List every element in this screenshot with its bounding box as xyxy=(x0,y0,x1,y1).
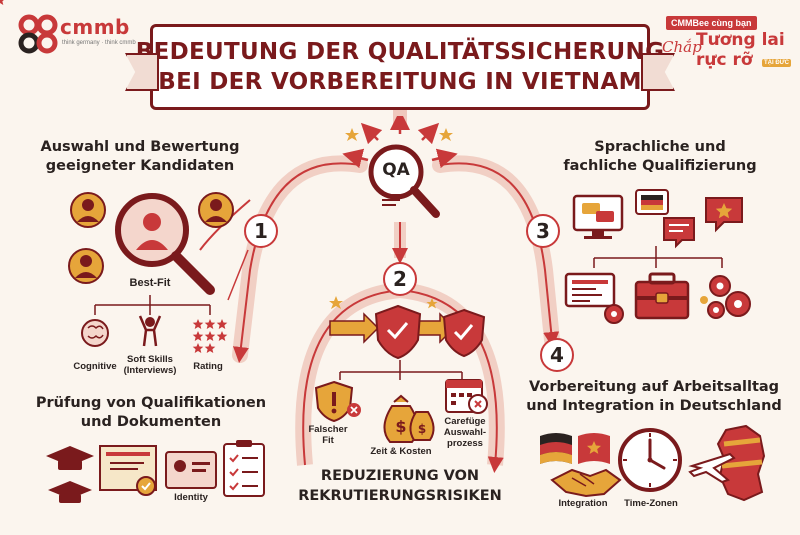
step-3-badge: 3 xyxy=(526,214,560,248)
docs-title-2: und Dokumenten xyxy=(80,414,222,430)
step-1-badge: 1 xyxy=(244,214,278,248)
docs-title-1: Prüfung von Qualifikationen xyxy=(35,395,267,411)
avatar-icon xyxy=(68,192,234,284)
shield-icon xyxy=(374,304,486,360)
risk-prozess: prozess xyxy=(447,438,483,449)
slogan-top: CMMBee cùng bạn xyxy=(666,16,757,30)
german-flag-icon xyxy=(540,433,572,464)
title-banner: BEDEUTUNG DER QUALITÄTSSICHERUNG BEI DER… xyxy=(136,24,664,110)
risk-auswahl: Auswahl- xyxy=(443,427,487,438)
qa-label: QA xyxy=(382,160,410,180)
slogan-badge: TẠI ĐỨC xyxy=(762,59,791,67)
section3-title-1: Sprachliche und xyxy=(594,139,726,155)
interviews-label: (Interviews) xyxy=(123,365,177,376)
step-4-badge: 4 xyxy=(540,338,574,372)
section1-title-1: Auswahl und Bewertung xyxy=(40,139,240,155)
qa-hub: QA xyxy=(340,110,460,226)
brand-logo-mark xyxy=(18,14,58,54)
section4-title-1: Vorbereitung auf Arbeitsalltag xyxy=(528,379,780,395)
identity-label: Identity xyxy=(174,492,208,503)
brand-name: cmmb xyxy=(60,15,130,39)
svg-text:$: $ xyxy=(418,422,426,436)
title-line-2: BEI DER VORBEREITUNG IN VIETNAM xyxy=(158,69,642,95)
brand-tagline: think germany · think cmmb xyxy=(62,40,136,46)
integration-label: Integration xyxy=(558,498,608,509)
timezones-label: Time-Zonen xyxy=(624,498,678,509)
cognitive-label: Cognitive xyxy=(73,361,117,372)
section1-title-2: geeigneter Kandidaten xyxy=(45,158,235,174)
slogan: CMMBee cùng bạn Chắp Tương lai rực rỡ TẠ… xyxy=(662,16,791,78)
slogan-mid: Tương lai xyxy=(696,30,785,50)
slogan-script: Chắp xyxy=(662,38,702,56)
section2-title-1: REDUZIERUNG VON xyxy=(320,468,480,484)
title-line-1: BEDEUTUNG DER QUALITÄTSSICHERUNG xyxy=(135,39,665,65)
rating-label: Rating xyxy=(193,361,223,372)
section3-title-2: fachliche Qualifizierung xyxy=(563,158,757,174)
step-2-badge: 2 xyxy=(383,262,417,296)
best-fit-label: Best-Fit xyxy=(129,277,171,289)
risk-fit: Fit xyxy=(322,435,334,446)
risk-zeit-kosten: Zeit & Kosten xyxy=(370,446,432,457)
slogan-bottom: rực rỡ xyxy=(696,50,753,70)
soft-skills-label: Soft Skills xyxy=(127,354,173,365)
svg-text:$: $ xyxy=(395,417,406,436)
section4-title-2: und Integration in Deutschland xyxy=(526,398,782,414)
section2-title-2: REKRUTIERUNGSRISIKEN xyxy=(298,488,502,504)
risk-falscher: Falscher xyxy=(308,424,348,435)
risk-carefuge: Carefüge xyxy=(444,416,486,427)
vietnam-flag-icon xyxy=(578,433,610,464)
